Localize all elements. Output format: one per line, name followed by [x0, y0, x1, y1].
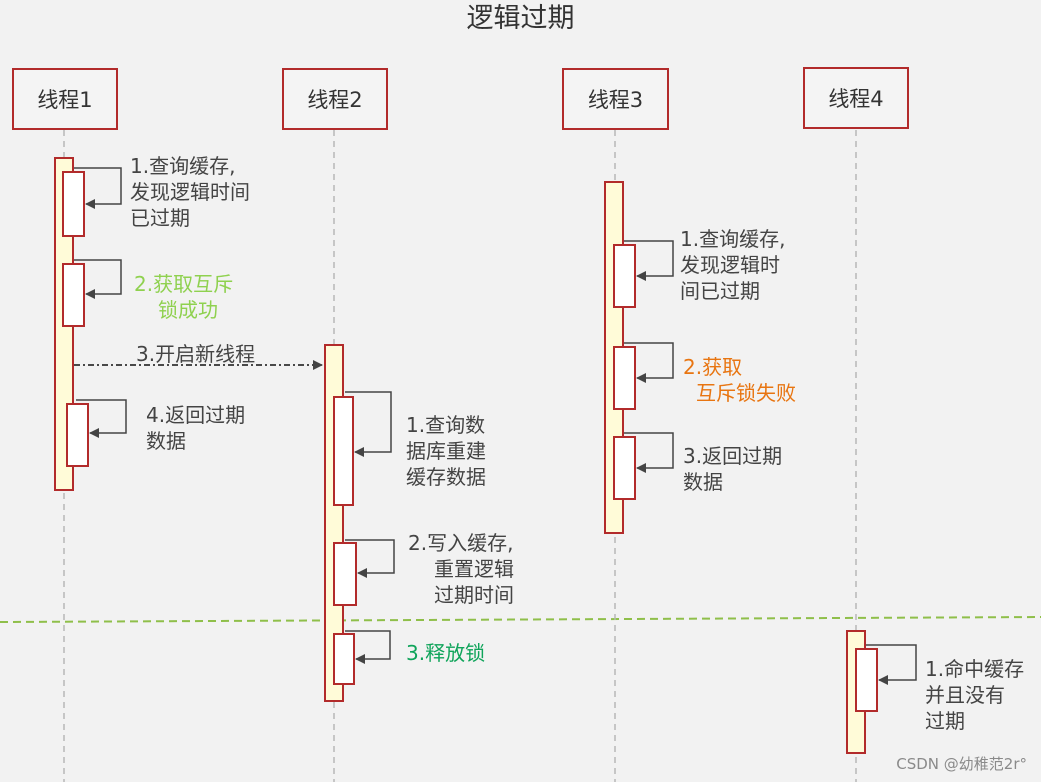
self-call-t2-step2	[345, 539, 395, 578]
self-call-t1-step4	[76, 399, 127, 438]
note-t3-lock-fail: 2.获取互斥锁失败	[683, 355, 796, 405]
activation-t2-step1	[333, 396, 354, 506]
self-call-t4-step1	[866, 644, 917, 685]
activation-t3-step2	[613, 346, 636, 410]
note-t3-return-stale: 3.返回过期数据	[683, 444, 783, 494]
lane-header-thread3: 线程3	[562, 68, 669, 130]
note-t1-lock-success: 2.获取互斥锁成功	[134, 272, 234, 322]
self-call-t3-step2	[624, 342, 674, 383]
self-call-t2-step1	[345, 391, 392, 457]
note-t2-release-lock: 3.释放锁	[406, 641, 486, 665]
self-call-t1-step1	[74, 167, 122, 209]
note-t2-rebuild-cache: 1.查询数据库重建缓存数据	[406, 413, 486, 489]
note-t1-start-thread: 3.开启新线程	[136, 342, 256, 366]
note-t1-return-stale: 4.返回过期数据	[146, 403, 246, 453]
lane-header-thread4: 线程4	[803, 67, 909, 129]
note-t3-query-cache: 1.查询缓存,发现逻辑时间已过期	[680, 227, 786, 303]
lane-header-thread1: 线程1	[12, 68, 118, 130]
note-t1-query-cache: 1.查询缓存,发现逻辑时间已过期	[130, 154, 250, 230]
activation-t2-step2	[333, 542, 357, 606]
activation-t3-step3	[613, 436, 636, 500]
activation-t4-step1	[855, 648, 878, 712]
activation-t1-step1	[62, 171, 85, 237]
self-call-t3-step3	[624, 432, 674, 473]
lane-header-thread2: 线程2	[282, 68, 388, 130]
activation-t1-step2	[62, 263, 85, 327]
self-call-t2-step3	[345, 630, 391, 664]
separator-line	[0, 616, 1041, 623]
activation-t1-step4	[66, 403, 89, 467]
watermark: CSDN @幼稚范2r°	[896, 755, 1027, 773]
note-t2-write-cache: 2.写入缓存,重置逻辑过期时间	[408, 531, 514, 607]
self-call-t3-step1	[624, 240, 674, 281]
self-call-t1-step2	[74, 259, 122, 299]
note-t4-cache-hit: 1.命中缓存并且没有过期	[925, 657, 1025, 733]
activation-t2-step3	[333, 633, 355, 685]
activation-t3-step1	[613, 244, 636, 308]
diagram-title: 逻辑过期	[466, 3, 575, 34]
